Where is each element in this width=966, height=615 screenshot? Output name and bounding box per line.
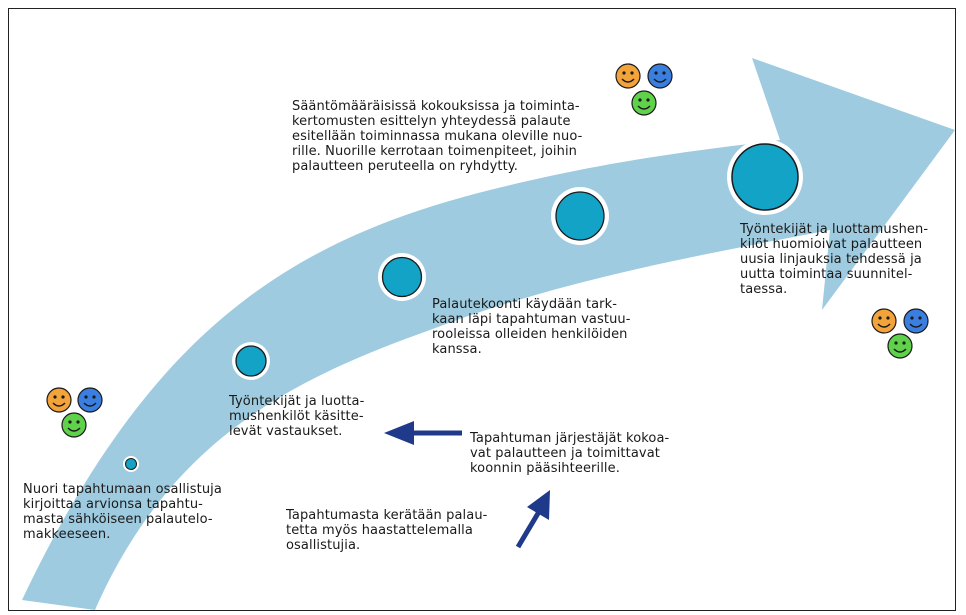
- diagram-frame: [8, 8, 956, 611]
- process-arrow: [22, 58, 955, 610]
- side-collect-text: Tapahtuman järjestäjät kokoa- vat palaut…: [470, 431, 670, 476]
- arrow-up-right-icon: [515, 490, 550, 549]
- step-2-text: Työntekijät ja luotta- mushenkilöt käsit…: [229, 394, 365, 439]
- side-interview-text: Tapahtumasta kerätään palau- tetta myös …: [286, 508, 488, 553]
- process-dot-4: [551, 187, 609, 245]
- smiley-group-icon: [871, 308, 929, 359]
- smiley-group-icon: [615, 63, 673, 116]
- process-dot-3: [378, 253, 426, 301]
- process-dot-5: [727, 139, 803, 215]
- process-dot-2: [232, 342, 270, 380]
- step-5-text: Työntekijät ja luottamushen- kilöt huomi…: [740, 222, 929, 297]
- process-dot-1: [123, 456, 139, 472]
- step-4-text: Sääntömääräisissä kokouksissa ja toimint…: [292, 99, 583, 174]
- step-3-text: Palautekoonti käydään tark- kaan läpi ta…: [432, 297, 631, 357]
- smiley-group-icon: [46, 387, 103, 438]
- step-1-text: Nuori tapahtumaan osallistuja kirjoittaa…: [23, 482, 222, 542]
- arrow-left-icon: [384, 421, 462, 445]
